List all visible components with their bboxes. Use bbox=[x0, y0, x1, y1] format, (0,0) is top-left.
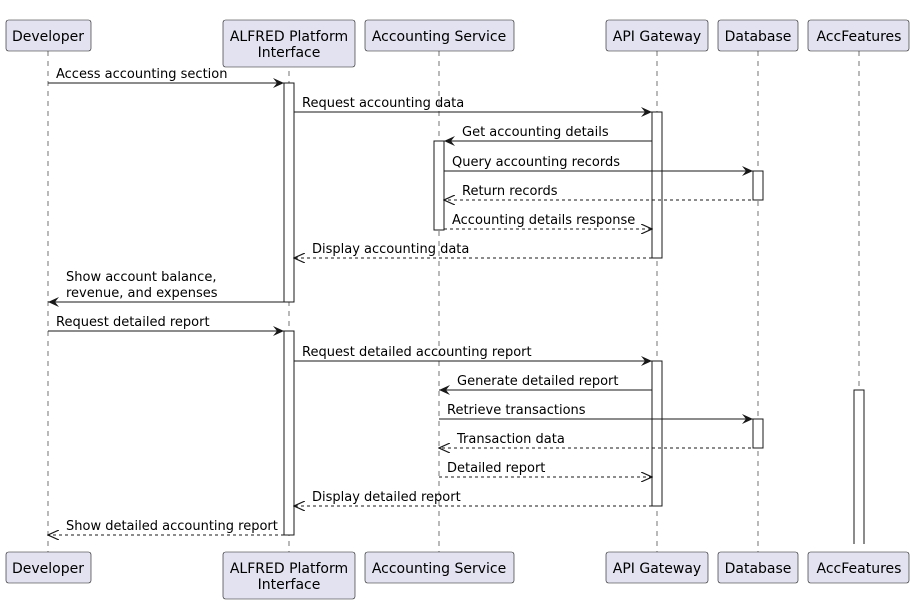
participant-box bbox=[717, 551, 799, 584]
message-15: Display detailed report bbox=[294, 490, 652, 506]
participant-dev-top: Developer bbox=[5, 19, 92, 52]
participant-box bbox=[364, 19, 515, 52]
participant-db-bottom: Database bbox=[717, 551, 799, 584]
activation-bar-outline bbox=[853, 389, 865, 552]
participant-box bbox=[605, 19, 709, 52]
participant-label: Developer bbox=[12, 29, 84, 45]
participant-box bbox=[5, 19, 92, 52]
message-4: Query accounting records bbox=[444, 155, 753, 176]
activation-bars bbox=[283, 82, 866, 552]
participant-box bbox=[222, 19, 356, 68]
participant-label: AccFeatures bbox=[817, 29, 902, 45]
message-8: Show account balance,revenue, and expens… bbox=[48, 270, 284, 307]
participant-label: API Gateway bbox=[613, 561, 701, 577]
activation-bar-cut bbox=[852, 544, 866, 552]
activation-bar-api bbox=[651, 111, 663, 259]
participant-box bbox=[5, 551, 92, 584]
participant-label: Database bbox=[725, 561, 792, 577]
message-label: revenue, and expenses bbox=[66, 286, 218, 301]
participant-dev-bottom: Developer bbox=[5, 551, 92, 584]
message-6: Accounting details response bbox=[444, 213, 652, 229]
participant-label: Accounting Service bbox=[372, 29, 506, 45]
message-13: Transaction data bbox=[439, 432, 763, 448]
participant-label: Accounting Service bbox=[372, 561, 506, 577]
message-label: Request detailed report bbox=[56, 315, 210, 330]
message-label: Show detailed accounting report bbox=[66, 519, 278, 534]
participant-acc-bottom: Accounting Service bbox=[364, 551, 515, 584]
activation-bar-alfred bbox=[283, 82, 295, 303]
activation-bar-db bbox=[752, 418, 764, 449]
activation-bar-api bbox=[651, 360, 663, 507]
participant-box bbox=[717, 19, 799, 52]
message-14: Detailed report bbox=[439, 461, 652, 477]
message-5: Return records bbox=[444, 184, 763, 200]
message-16: Show detailed accounting report bbox=[48, 519, 284, 535]
participant-acc-top: Accounting Service bbox=[364, 19, 515, 52]
participant-box bbox=[807, 551, 910, 584]
participant-box bbox=[807, 19, 910, 52]
participant-label: API Gateway bbox=[613, 29, 701, 45]
message-label: Generate detailed report bbox=[457, 374, 618, 389]
message-1: Access accounting section bbox=[48, 67, 284, 88]
participant-feat-top: AccFeatures bbox=[807, 19, 910, 52]
participant-label: AccFeatures bbox=[817, 561, 902, 577]
message-label: Get accounting details bbox=[462, 125, 609, 140]
participant-label: Interface bbox=[258, 45, 321, 61]
participant-box bbox=[364, 551, 515, 584]
message-9: Request detailed report bbox=[48, 315, 284, 336]
message-label: Return records bbox=[462, 184, 558, 199]
message-label: Query accounting records bbox=[452, 155, 620, 170]
message-2: Request accounting data bbox=[294, 96, 652, 117]
message-label: Display accounting data bbox=[312, 242, 469, 257]
message-label: Display detailed report bbox=[312, 490, 461, 505]
participant-box bbox=[605, 551, 709, 584]
participant-api-top: API Gateway bbox=[605, 19, 709, 52]
message-label: Show account balance, bbox=[66, 270, 216, 285]
message-label: Access accounting section bbox=[56, 67, 227, 82]
message-label: Detailed report bbox=[447, 461, 545, 476]
message-7: Display accounting data bbox=[294, 242, 652, 258]
message-label: Request detailed accounting report bbox=[302, 345, 532, 360]
activation-bar-db bbox=[752, 170, 764, 201]
message-11: Generate detailed report bbox=[439, 374, 652, 395]
message-label: Retrieve transactions bbox=[447, 403, 586, 418]
activation-bar-alfred bbox=[283, 330, 295, 536]
message-12: Retrieve transactions bbox=[439, 403, 753, 424]
participant-label: ALFRED Platform bbox=[230, 561, 348, 577]
participant-feat-bottom: AccFeatures bbox=[807, 551, 910, 584]
message-label: Transaction data bbox=[456, 432, 565, 447]
participant-box bbox=[222, 551, 356, 600]
message-label: Accounting details response bbox=[452, 213, 635, 228]
participant-api-bottom: API Gateway bbox=[605, 551, 709, 584]
message-label: Request accounting data bbox=[302, 96, 464, 111]
message-10: Request detailed accounting report bbox=[294, 345, 652, 366]
activation-bar-acc bbox=[433, 140, 445, 231]
participant-db-top: Database bbox=[717, 19, 799, 52]
participant-label: Developer bbox=[12, 561, 84, 577]
participant-label: Database bbox=[725, 29, 792, 45]
message-3: Get accounting details bbox=[444, 125, 652, 146]
participant-label: ALFRED Platform bbox=[230, 29, 348, 45]
participant-label: Interface bbox=[258, 577, 321, 593]
activation-bar-feat bbox=[854, 390, 864, 552]
